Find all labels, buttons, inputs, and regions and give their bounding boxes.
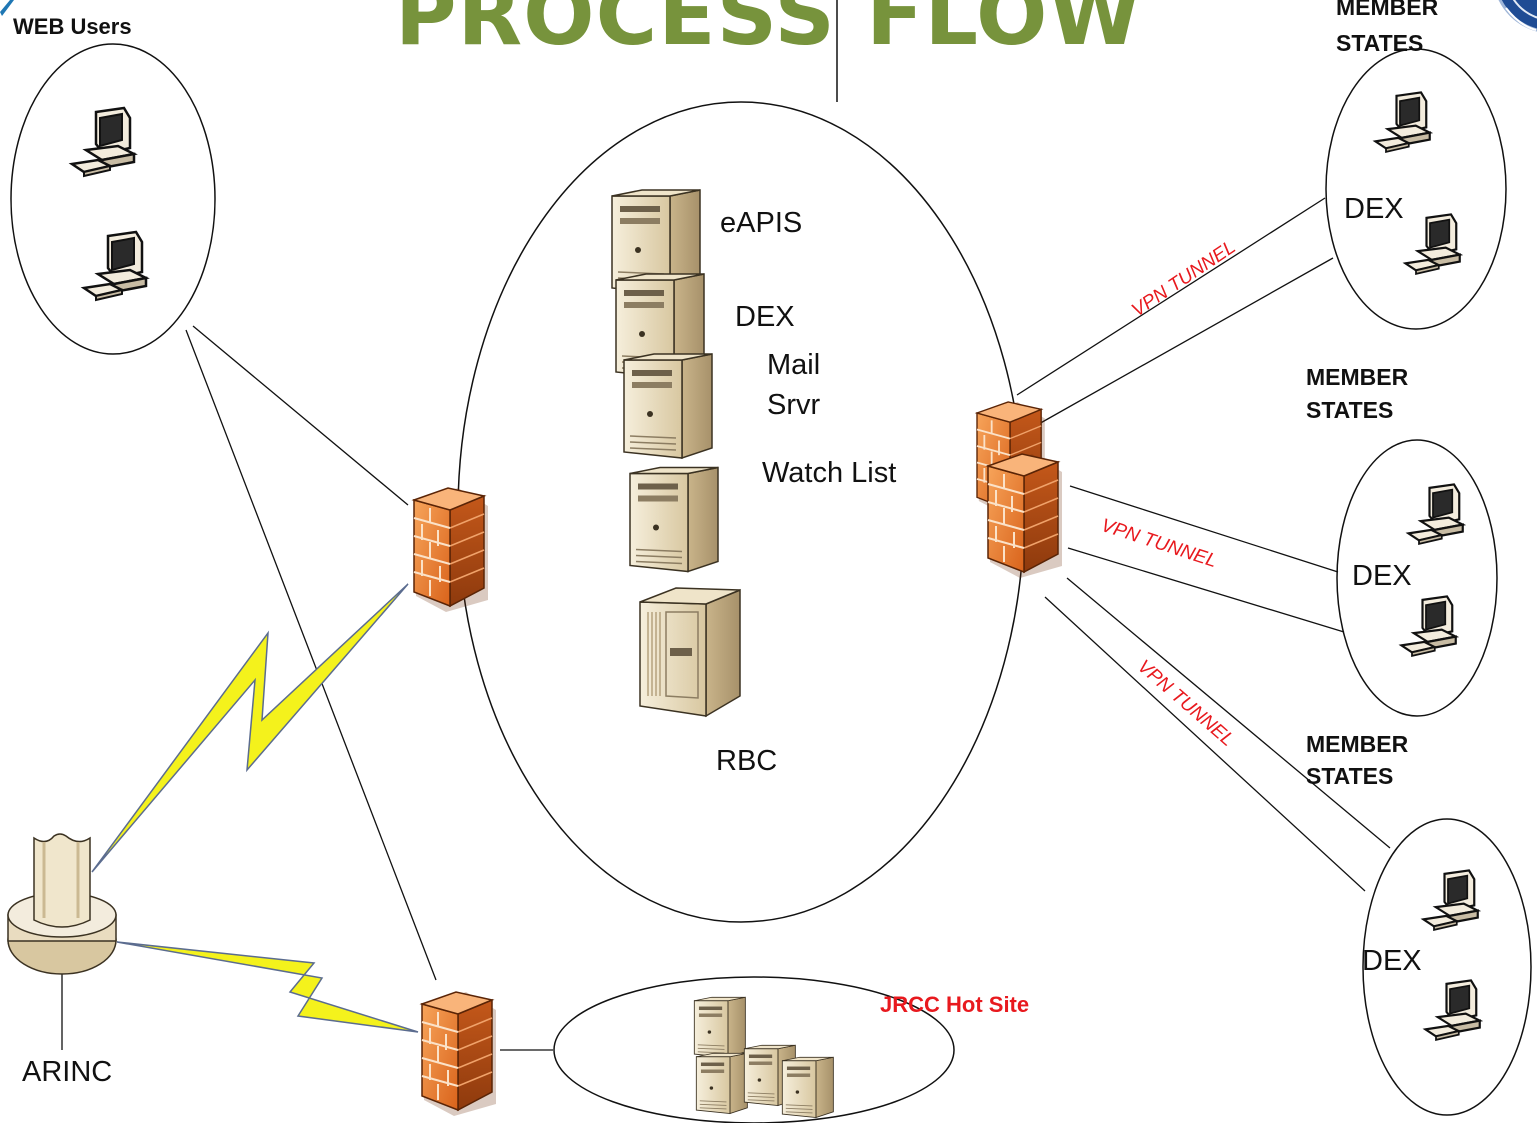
web-users-group — [10, 43, 216, 355]
computer-icon — [1422, 869, 1479, 931]
dex-member-label-2: DEX — [1352, 560, 1412, 592]
dex-server-label: DEX — [735, 301, 795, 333]
firewall-icon — [420, 990, 498, 1118]
vpn-tunnel-lines — [1016, 197, 1391, 892]
watch-list-label: Watch List — [762, 457, 897, 489]
member-states-label-3a: MEMBER — [1306, 731, 1409, 757]
member-states-label-1b: STATES — [1336, 30, 1424, 56]
dex-member-label-3: DEX — [1362, 945, 1422, 977]
computer-icon — [70, 106, 136, 178]
server-icon — [781, 1056, 834, 1119]
rbc-label: RBC — [716, 745, 778, 777]
server-icon — [629, 466, 719, 573]
member-states-label-3b: STATES — [1306, 763, 1394, 789]
firewall-icon — [413, 487, 489, 613]
mail-label: Mail — [767, 349, 821, 381]
lightning-link-icon — [116, 941, 419, 1033]
computer-icon — [1407, 483, 1464, 545]
srvr-label: Srvr — [767, 389, 821, 421]
server-icon — [623, 353, 713, 459]
member-states-group-2 — [1336, 439, 1498, 717]
server-icon — [695, 1052, 748, 1115]
computer-icon — [82, 230, 148, 302]
eapis-label: eAPIS — [720, 207, 803, 239]
member-states-label-1a: MEMBER — [1336, 0, 1439, 20]
computer-icon — [1424, 979, 1481, 1041]
member-states-label-2b: STATES — [1306, 397, 1394, 423]
mainframe-icon — [639, 587, 741, 717]
arinc-label: ARINC — [22, 1056, 113, 1088]
dex-member-label-1: DEX — [1344, 193, 1404, 225]
logo-partial — [0, 0, 14, 16]
page-title: PROCESS FLOW — [394, 0, 1143, 64]
jrcc-hot-site-label: JRCC Hot Site — [880, 992, 1030, 1017]
antenna-icon — [7, 833, 117, 975]
firewall-icon — [987, 453, 1063, 579]
computer-icon — [1400, 595, 1457, 657]
computer-icon — [1374, 91, 1431, 153]
web-users-label: WEB Users — [13, 14, 132, 39]
member-states-group-1 — [1325, 48, 1507, 330]
member-states-label-2a: MEMBER — [1306, 364, 1409, 390]
logo-seal — [1498, 0, 1537, 32]
server-icon — [693, 996, 746, 1059]
lightning-link-icon — [91, 583, 409, 873]
member-states-group-3 — [1362, 818, 1532, 1116]
computer-icon — [1404, 213, 1461, 275]
